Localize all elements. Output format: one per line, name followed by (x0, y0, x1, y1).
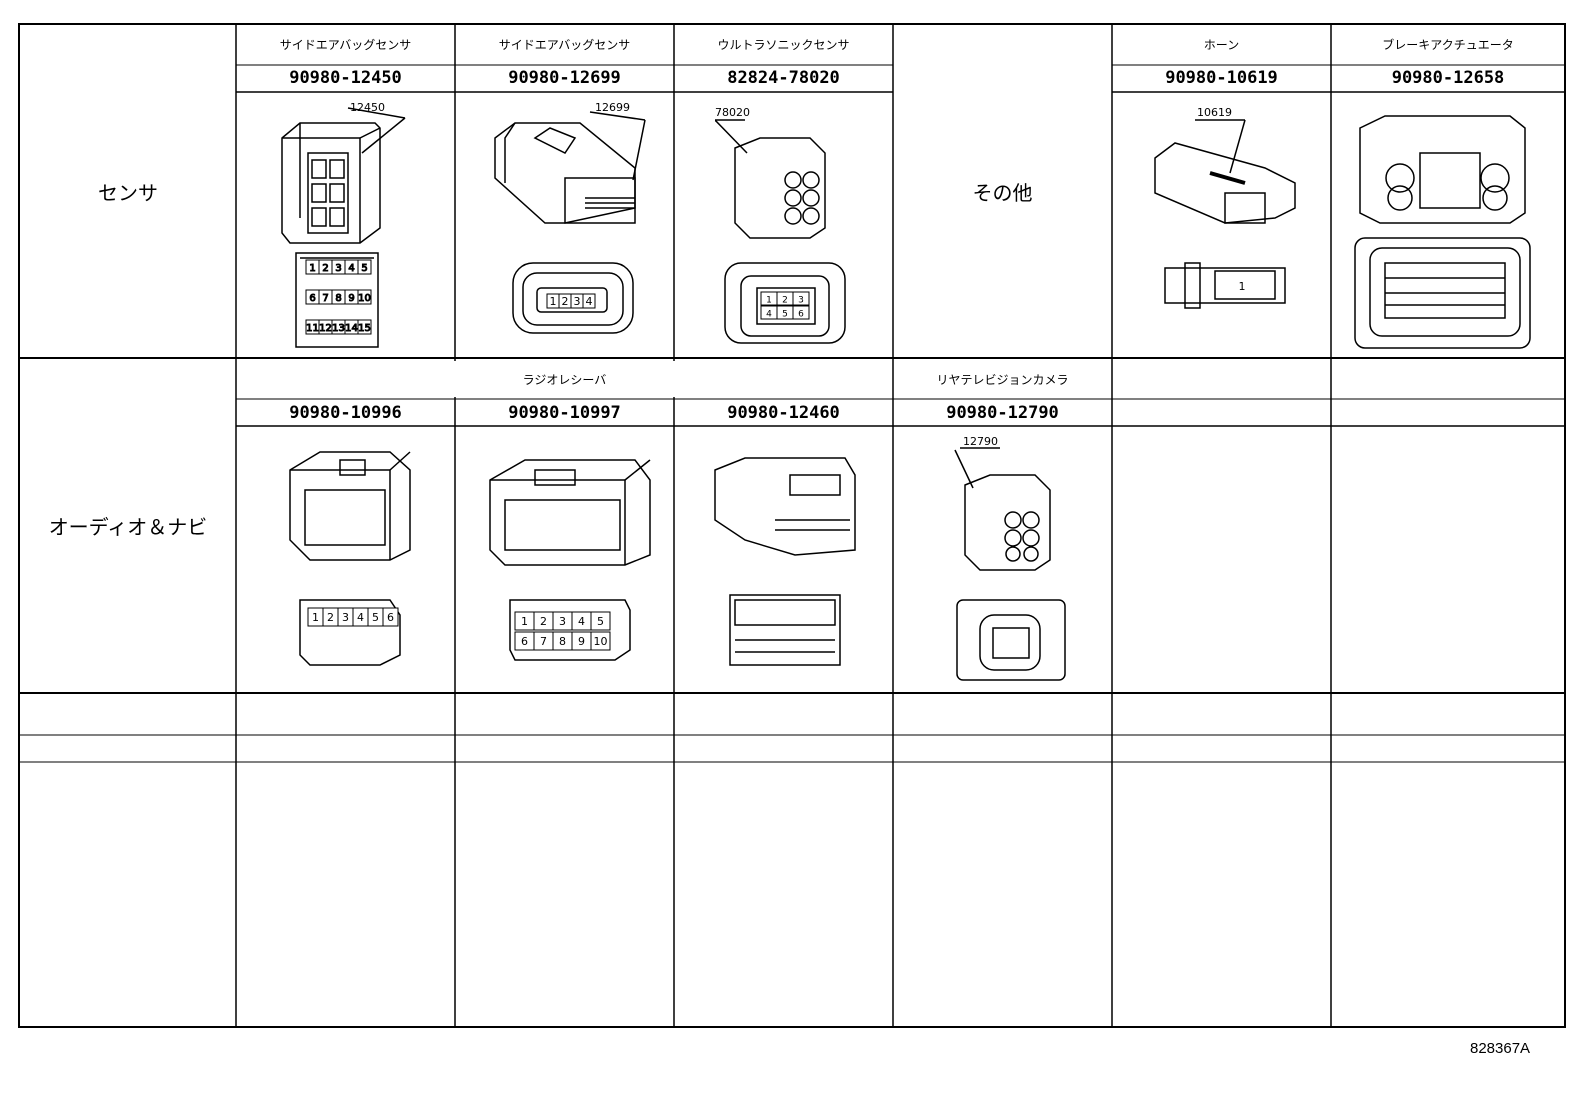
pin-label: 1 (1239, 280, 1246, 293)
pin-label: 5 (361, 263, 367, 274)
pin-label: 3 (574, 295, 581, 308)
drawing-code: 828367A (1470, 1040, 1531, 1057)
label-horn: ホーン (1203, 37, 1240, 52)
pin-cell (357, 319, 372, 335)
pin-label: 10 (594, 635, 608, 648)
connector-12658-drawing (1354, 115, 1531, 349)
pin-label: 2 (540, 615, 547, 628)
part-number: 90980-12460 (727, 403, 840, 423)
part-number: 90980-10996 (289, 403, 402, 423)
pin-cell (357, 289, 372, 305)
label-radio-receiver: ラジオレシーバ (522, 372, 607, 387)
pin-label: 4 (357, 611, 364, 624)
pin-cell (357, 259, 372, 275)
connector-12460-drawing (714, 457, 856, 666)
pin-cell (382, 607, 399, 627)
pin-label: 3 (559, 615, 566, 628)
callout-label: 78020 (715, 106, 750, 119)
label-ultrasonic-sensor: ウルトラソニックセンサ (717, 37, 850, 52)
category-sensor: センサ (98, 180, 158, 205)
pin-label: 12 (319, 323, 332, 334)
pin-label: 14 (345, 323, 358, 334)
part-number: 90980-12790 (946, 403, 1059, 423)
pin-label: 2 (327, 611, 334, 624)
pin-label: 6 (309, 293, 315, 304)
label-side-airbag-sensor-2: サイドエアバッグセンサ (498, 37, 631, 52)
pin-label: 8 (559, 635, 566, 648)
pin-label: 4 (578, 615, 585, 628)
part-number: 82824-78020 (727, 68, 840, 88)
label-brake-actuator: ブレーキアクチュエータ (1382, 37, 1514, 52)
pin-cell (590, 631, 611, 651)
pin-label: 9 (348, 293, 354, 304)
pin-label: 3 (342, 611, 349, 624)
part-number: 90980-12450 (289, 68, 402, 88)
callout-label: 12450 (350, 101, 385, 114)
part-number: 90980-12658 (1391, 68, 1505, 88)
pin-label: 6 (521, 635, 528, 648)
pin-label: 3 (798, 296, 804, 306)
callout-label: 12790 (963, 435, 998, 448)
connector-10619-drawing: 10619 1 (1154, 106, 1296, 309)
part-number: 90980-12699 (508, 68, 621, 88)
pin-label: 15 (358, 323, 371, 334)
pin-label: 2 (782, 296, 788, 306)
pin-label: 10 (358, 293, 371, 304)
pin-label: 9 (578, 635, 585, 648)
pin-label: 3 (335, 263, 341, 274)
part-number: 90980-10997 (508, 403, 621, 423)
pin-cell (590, 611, 611, 631)
pin-label: 6 (798, 310, 804, 320)
pin-cell (792, 291, 810, 306)
pin-label: 1 (312, 611, 319, 624)
pin-label: 1 (309, 263, 315, 274)
pin-label: 1 (550, 295, 557, 308)
part-number: 90980-10619 (1165, 68, 1278, 88)
callout-label: 12699 (595, 101, 630, 114)
pin-label: 5 (372, 611, 379, 624)
pin-label: 7 (540, 635, 547, 648)
pin-label: 8 (335, 293, 341, 304)
pin-label: 5 (782, 310, 788, 320)
pin-label: 2 (322, 263, 328, 274)
label-side-airbag-sensor-1: サイドエアバッグセンサ (279, 37, 412, 52)
pin-label: 1 (521, 615, 528, 628)
callout-label: 10619 (1197, 106, 1232, 119)
pin-cell (582, 293, 596, 309)
pin-label: 4 (586, 295, 593, 308)
pin-label: 2 (562, 295, 569, 308)
pin-label: 11 (306, 323, 319, 334)
pin-label: 1 (766, 296, 772, 306)
pin-label: 6 (387, 611, 394, 624)
pin-label: 4 (348, 263, 354, 274)
label-rear-tv-camera: リヤテレビジョンカメラ (936, 372, 1069, 387)
pin-label: 13 (332, 323, 345, 334)
pin-label: 7 (322, 293, 328, 304)
connector-12790-drawing: 12790 (954, 435, 1066, 681)
pin-label: 5 (597, 615, 604, 628)
pin-cell (792, 305, 810, 320)
pin-label: 4 (766, 310, 772, 320)
category-audio-navi: オーディオ＆ナビ (48, 515, 208, 539)
other-category-label: その他 (972, 180, 1033, 205)
